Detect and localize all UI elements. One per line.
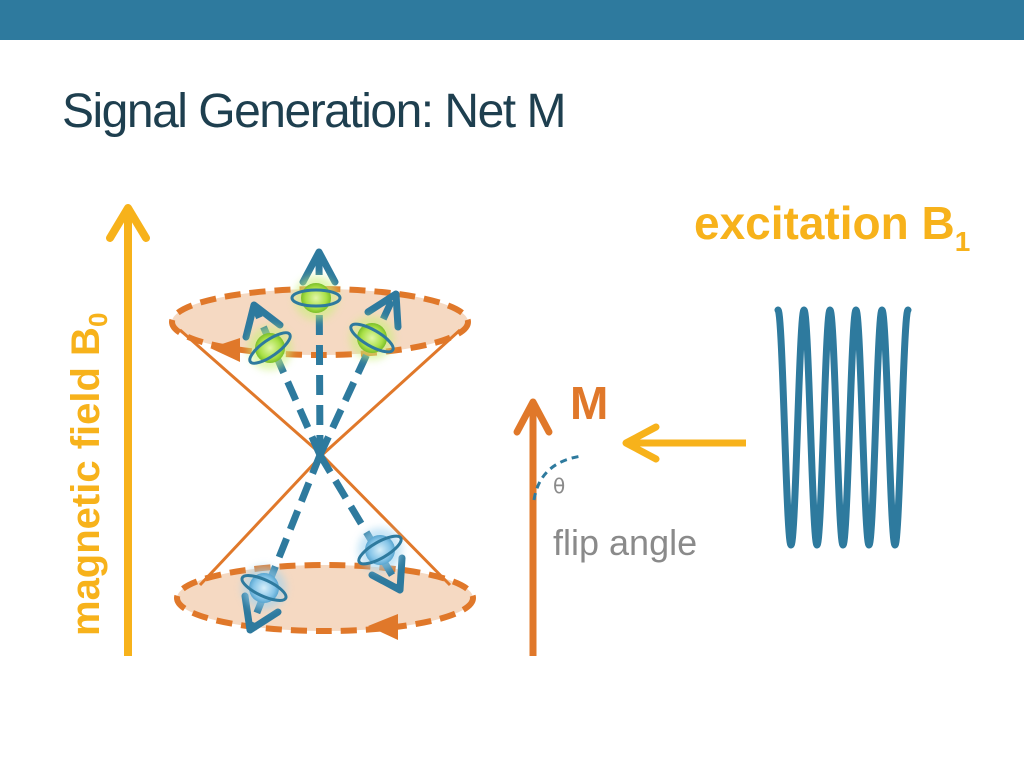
b1-excitation-arrow: [626, 427, 746, 459]
rf-wave-icon: [778, 310, 908, 545]
net-magnetization-arrow: [517, 402, 549, 656]
b0-field-arrow: [110, 208, 146, 656]
bottom-cone-ellipse: [177, 565, 473, 631]
flip-angle-arc: [534, 456, 582, 500]
